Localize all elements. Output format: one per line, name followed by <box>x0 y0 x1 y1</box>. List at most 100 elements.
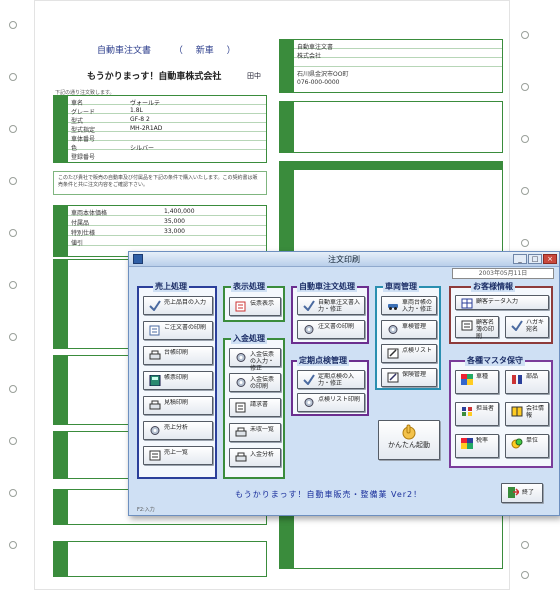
master-unit-button[interactable]: 単位 <box>505 434 549 458</box>
estimate-print-button[interactable]: 見積印刷 <box>143 396 213 415</box>
tractor-hole <box>9 281 17 289</box>
invoice-button[interactable]: 請求書 <box>229 398 281 417</box>
order-print-button[interactable]: ご注文書の印刷 <box>143 321 213 340</box>
payment-group: 入金処理 入金伝票の入力・修正 入金伝票の印刷 請求書 未収一覧 入金分析 <box>223 333 285 479</box>
tractor-hole <box>9 21 17 29</box>
tractor-hole <box>9 489 17 497</box>
notice-box: このたび貴社で販売の自動車及び付属品を下記の条件で購入いたします。この契約書は販… <box>53 171 267 195</box>
tractor-hole <box>521 541 529 549</box>
easy-start-button[interactable]: かんたん起動 <box>378 420 440 460</box>
gear-icon <box>149 425 161 436</box>
blocks-icon <box>461 438 473 449</box>
coins-icon <box>511 438 523 449</box>
sales-group: 売上処理 売上品目の入力 ご注文書の印刷 台帳印刷 帳票印刷 見積印刷 売上分析… <box>137 281 217 479</box>
master-staff-button[interactable]: 担当者 <box>455 402 499 426</box>
exit-button[interactable]: 終了 <box>501 483 543 503</box>
order-print-window: 注文印刷 _ □ × 2003年05月11日 売上処理 売上品目の入力 ご注文書… <box>128 251 560 516</box>
close-button[interactable]: × <box>543 254 557 264</box>
car-order-entry-button[interactable]: 自動車注文書入力・修正 <box>297 296 365 315</box>
buyer-frame <box>279 101 503 153</box>
palette-icon <box>461 374 473 385</box>
signature-frame <box>279 509 503 569</box>
exit-door-icon <box>507 487 521 498</box>
tractor-hole <box>521 31 529 39</box>
shaken-button[interactable]: 車検管理 <box>381 320 437 339</box>
tractor-hole <box>9 541 17 549</box>
master-maintenance-group: 各種マスタ保守 車種 部品 担当者 会社情報 税率 単位 <box>449 355 553 468</box>
price-label <box>54 206 68 256</box>
hand-pointer-icon <box>401 424 417 440</box>
inspection-group: 定期点検管理 定期点検の入力・修正 点検リスト印刷 <box>291 355 369 416</box>
maximize-button[interactable]: □ <box>528 254 542 264</box>
list-icon <box>149 450 161 461</box>
tractor-hole <box>521 135 529 143</box>
printer-icon <box>235 427 247 438</box>
form-print-button[interactable]: 帳票印刷 <box>143 371 213 390</box>
tractor-hole <box>9 385 17 393</box>
insurance-button[interactable]: 保険管理 <box>381 368 437 387</box>
gear-icon <box>387 324 399 335</box>
minimize-button[interactable]: _ <box>513 254 527 264</box>
printer-icon <box>235 452 247 463</box>
checkmark-icon <box>149 300 161 312</box>
master-company-button[interactable]: 会社情報 <box>505 402 549 426</box>
document-icon <box>149 325 161 336</box>
master-parts-button[interactable]: 部品 <box>505 370 549 394</box>
app-icon <box>133 254 143 264</box>
grid-icon <box>461 406 473 417</box>
checkmark-icon <box>303 374 315 386</box>
tractor-hole <box>9 437 17 445</box>
list-icon <box>461 320 473 331</box>
document-icon <box>235 301 247 312</box>
receivable-list-button[interactable]: 未収一覧 <box>229 423 281 442</box>
remarks-frame <box>53 541 267 577</box>
sales-list-button[interactable]: 売上一覧 <box>143 446 213 465</box>
inspection-print-button[interactable]: 点検リスト印刷 <box>297 393 365 412</box>
product-tagline: もうかりまっす！自動車販売・整備業 Ver2！ <box>235 490 423 499</box>
checklist-button[interactable]: 点検リスト <box>381 344 437 363</box>
tractor-hole <box>521 83 529 91</box>
inspection-entry-button[interactable]: 定期点検の入力・修正 <box>297 370 365 389</box>
sales-analysis-button[interactable]: 売上分析 <box>143 421 213 440</box>
vehicle-info-label <box>54 96 68 162</box>
gear-icon <box>303 397 315 408</box>
tractor-hole <box>9 73 17 81</box>
payment-print-button[interactable]: 入金伝票の印刷 <box>229 373 281 392</box>
master-tax-button[interactable]: 税率 <box>455 434 499 458</box>
tractor-hole <box>521 187 529 195</box>
gear-icon <box>303 324 315 335</box>
printer-icon <box>149 350 161 361</box>
payment-analysis-button[interactable]: 入金分析 <box>229 448 281 467</box>
customer-list-button[interactable]: 顧客名簿の印刷 <box>455 316 499 340</box>
tractor-hole <box>521 239 529 247</box>
customer-group: お客様情報 顧客データ入力 顧客名簿の印刷 ハガキ宛名 <box>449 281 553 344</box>
sales-entry-button[interactable]: 売上品目の入力 <box>143 296 213 315</box>
window-title: 注文印刷 <box>328 255 360 264</box>
master-car-button[interactable]: 車種 <box>455 370 499 394</box>
customer-entry-button[interactable]: 顧客データ入力 <box>455 295 549 310</box>
tools-icon <box>511 374 523 385</box>
title-bar[interactable]: 注文印刷 _ □ × <box>129 252 559 267</box>
car-icon <box>387 300 399 311</box>
payment-entry-button[interactable]: 入金伝票の入力・修正 <box>229 348 281 372</box>
book-icon <box>511 406 523 417</box>
tractor-hole <box>9 125 17 133</box>
postcard-button[interactable]: ハガキ宛名 <box>505 316 549 338</box>
tractor-hole <box>9 229 17 237</box>
vehicle-entry-button[interactable]: 車両台帳の入力・修正 <box>381 296 437 315</box>
representative: 田中 <box>247 72 261 80</box>
grid-icon <box>461 298 473 309</box>
checkmark-icon <box>511 320 523 332</box>
gear-icon <box>235 377 247 388</box>
tractor-hole <box>9 333 17 341</box>
printer-icon <box>149 400 161 411</box>
ledger-print-button[interactable]: 台帳印刷 <box>143 346 213 365</box>
tractor-hole <box>521 571 529 579</box>
slip-display-button[interactable]: 伝票表示 <box>229 297 281 316</box>
car-order-print-button[interactable]: 注文書の印刷 <box>297 320 365 339</box>
form-title: 自動車注文書 （ 新車 ） <box>97 46 236 56</box>
status-hint: F2:入力 <box>137 507 155 513</box>
